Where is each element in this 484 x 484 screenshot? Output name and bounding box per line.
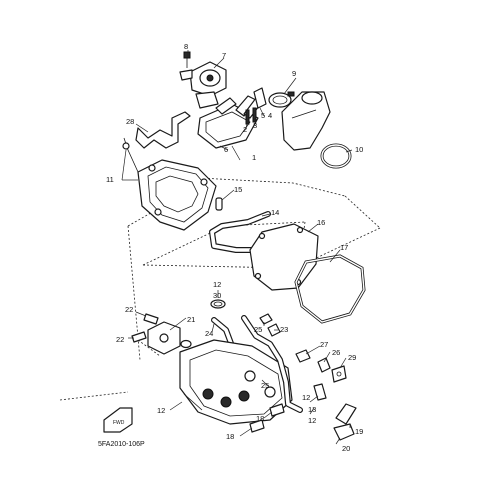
part-26-27-29-fittings	[295, 349, 347, 401]
callout-24: 24	[205, 329, 213, 338]
part-8-screw	[183, 51, 191, 68]
part-15-fitting	[215, 197, 223, 211]
part-9-clamp	[268, 91, 295, 108]
callout-19: 19	[355, 427, 363, 436]
part-10-intake-joint	[281, 91, 352, 169]
part-1-6-reed-valve	[197, 87, 267, 149]
fwd-arrow-icon: FWD	[103, 407, 133, 433]
callout-20: 20	[342, 444, 350, 453]
callout-22-upper: 22	[125, 305, 133, 314]
callout-labels: 8 7 9 10 28 11 15 14 16 17 6 2 3 5 4 1 2…	[106, 42, 363, 453]
callout-30: 30	[213, 291, 221, 300]
part-12-crankcase-cover	[179, 339, 293, 425]
part-17-gasket	[294, 254, 366, 324]
part-21-valve-block	[147, 321, 192, 355]
callout-12-right: 12	[302, 393, 310, 402]
callout-6: 6	[224, 145, 228, 154]
part-18-bolts	[249, 403, 285, 433]
callout-12-lower: 12	[157, 406, 165, 415]
part-16-cover-plate	[249, 223, 319, 291]
callout-13: 13	[308, 405, 316, 414]
callout-18-upper: 18	[256, 414, 264, 423]
callout-17: 17	[340, 243, 348, 252]
callout-26: 26	[332, 348, 340, 357]
callout-5: 5	[261, 111, 265, 120]
callout-3: 3	[253, 121, 257, 130]
callout-27: 27	[320, 340, 328, 349]
callout-29: 29	[348, 353, 356, 362]
callout-21: 21	[187, 315, 195, 324]
callout-9: 9	[292, 69, 296, 78]
part-23-25-fittings	[259, 313, 281, 337]
callout-16: 16	[317, 218, 325, 227]
part-30-clamp	[210, 299, 226, 309]
part-22-bolts	[131, 313, 159, 343]
callout-22-lower: 22	[116, 335, 124, 344]
callout-12-right-lower: 12	[308, 416, 316, 425]
callout-28: 28	[126, 117, 134, 126]
diagram-code: 5FA2010-106P	[98, 441, 145, 448]
callout-2: 2	[243, 125, 247, 134]
callout-12-upper: 12	[213, 280, 221, 289]
callout-23: 23	[280, 325, 288, 334]
callout-25-upper: 25	[254, 325, 262, 334]
leader-lines	[121, 50, 353, 445]
part-19-20-pieces	[333, 403, 357, 441]
callout-4: 4	[268, 111, 272, 120]
callout-18-lower: 18	[226, 432, 234, 441]
part-13-hose	[241, 315, 303, 413]
callout-11: 11	[106, 175, 114, 184]
callout-15: 15	[234, 185, 242, 194]
callout-7: 7	[222, 51, 226, 60]
fwd-label: FWD	[113, 420, 125, 426]
callout-8: 8	[184, 42, 188, 51]
callout-14: 14	[271, 208, 279, 217]
part-28-bracket	[135, 111, 191, 149]
part-7-actuator	[179, 61, 227, 109]
part-11-head-cover	[122, 137, 217, 231]
callout-25-lower: 25	[261, 381, 269, 390]
callout-10: 10	[355, 145, 363, 154]
callout-1: 1	[252, 153, 256, 162]
part-14-hose	[209, 211, 271, 253]
